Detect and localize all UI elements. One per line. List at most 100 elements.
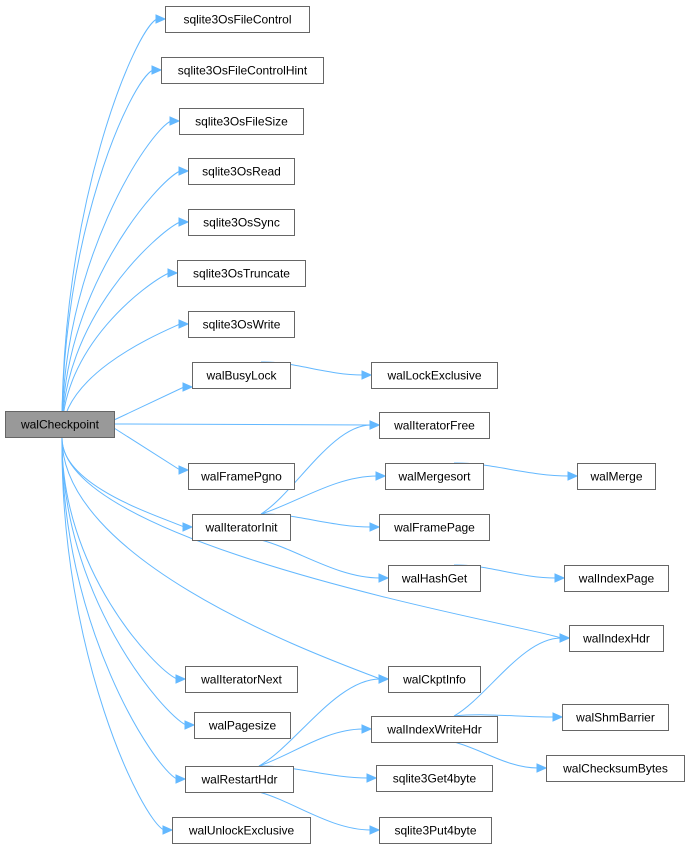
node-walRestartHdr[interactable]: walRestartHdr [185, 766, 294, 793]
arrowhead-walIteratorInit-walIteratorFree [369, 420, 381, 430]
node-box[interactable] [165, 6, 310, 33]
node-walChecksumBytes[interactable]: walChecksumBytes [546, 755, 685, 782]
node-sqlite3OsSync[interactable]: sqlite3OsSync [188, 209, 295, 236]
node-box[interactable] [188, 158, 295, 185]
node-walShmBarrier[interactable]: walShmBarrier [562, 704, 669, 731]
edge-walCheckpoint-walCkptInfo [61, 436, 381, 680]
arrowhead-walIteratorInit-walMergesort [375, 471, 387, 481]
node-box[interactable] [564, 565, 669, 592]
edge-walCheckpoint-walIteratorFree [113, 423, 372, 426]
node-walMerge[interactable]: walMerge [577, 463, 656, 490]
node-walCkptInfo[interactable]: walCkptInfo [388, 666, 481, 693]
arrowhead-walCheckpoint-sqlite3OsTruncate [167, 268, 179, 278]
node-box[interactable] [192, 362, 291, 389]
edge-walIndexWriteHdr-walChecksumBytes [453, 741, 539, 769]
node-label: walFramePgno [200, 470, 282, 484]
node-label: walIndexWriteHdr [386, 723, 481, 737]
node-walFramePage[interactable]: walFramePage [379, 514, 490, 541]
node-box[interactable] [546, 755, 685, 782]
node-box[interactable] [379, 514, 490, 541]
node-walFramePgno[interactable]: walFramePgno [188, 463, 295, 490]
arrowhead-walIndexWriteHdr-walChecksumBytes [536, 763, 548, 773]
node-sqlite3OsFileSize[interactable]: sqlite3OsFileSize [179, 108, 304, 135]
node-box[interactable] [188, 311, 295, 338]
node-box[interactable] [177, 260, 306, 287]
arrowhead-walIndexWriteHdr-walShmBarrier [552, 712, 564, 722]
node-sqlite3OsWrite[interactable]: sqlite3OsWrite [188, 311, 295, 338]
node-walIndexPage[interactable]: walIndexPage [564, 565, 669, 592]
node-label: sqlite3OsRead [202, 165, 281, 179]
node-box[interactable] [161, 57, 324, 84]
edge-walIteratorInit-walIteratorFree [260, 424, 372, 515]
edge-walCheckpoint-walIndexHdr [61, 436, 562, 639]
node-walIteratorNext[interactable]: walIteratorNext [185, 666, 298, 693]
node-walBusyLock[interactable]: walBusyLock [192, 362, 291, 389]
edge-walIteratorInit-walMergesort [260, 475, 378, 515]
node-box[interactable] [185, 666, 298, 693]
node-box[interactable] [385, 463, 484, 490]
node-walIteratorFree[interactable]: walIteratorFree [379, 412, 490, 439]
edge-walRestartHdr-walIndexWriteHdr [258, 728, 364, 767]
arrowhead-walRestartHdr-sqlite3Put4byte [369, 825, 381, 835]
node-walIndexWriteHdr[interactable]: walIndexWriteHdr [371, 716, 498, 743]
node-walPagesize[interactable]: walPagesize [194, 712, 291, 739]
node-box[interactable] [379, 817, 492, 844]
node-label: sqlite3OsFileControl [183, 13, 291, 27]
arrowhead-walCheckpoint-walBusyLock [182, 382, 194, 392]
node-box[interactable] [188, 209, 295, 236]
node-label: walIteratorNext [200, 673, 282, 687]
arrowhead-walCheckpoint-sqlite3OsFileControl [155, 14, 167, 24]
node-sqlite3OsFileControlHint[interactable]: sqlite3OsFileControlHint [161, 57, 324, 84]
arrowhead-walCheckpoint-walFramePgno [178, 465, 190, 475]
edge-walIteratorInit-walHashGet [260, 539, 381, 579]
node-box[interactable] [188, 463, 295, 490]
node-sqlite3Put4byte[interactable]: sqlite3Put4byte [379, 817, 492, 844]
node-label: sqlite3OsFileSize [195, 115, 288, 129]
arrowhead-walCheckpoint-sqlite3OsSync [178, 217, 190, 227]
node-label: sqlite3Put4byte [394, 824, 476, 838]
node-box[interactable] [5, 411, 115, 438]
edge-walCheckpoint-walIteratorNext [61, 436, 178, 680]
node-walUnlockExclusive[interactable]: walUnlockExclusive [172, 817, 311, 844]
node-box[interactable] [371, 362, 498, 389]
node-walLockExclusive[interactable]: walLockExclusive [371, 362, 498, 389]
node-label: walIndexHdr [582, 632, 650, 646]
node-box[interactable] [371, 716, 498, 743]
node-box[interactable] [388, 666, 481, 693]
node-box[interactable] [569, 625, 664, 652]
node-box[interactable] [577, 463, 656, 490]
node-box[interactable] [379, 412, 490, 439]
node-label: sqlite3OsFileControlHint [178, 64, 308, 78]
node-box[interactable] [172, 817, 311, 844]
node-walCheckpoint[interactable]: walCheckpoint [5, 411, 115, 438]
edge-walCheckpoint-sqlite3OsFileSize [61, 120, 172, 438]
edge-walIndexWriteHdr-walIndexHdr [453, 637, 562, 717]
node-label: walIteratorInit [204, 521, 278, 535]
node-box[interactable] [388, 565, 481, 592]
node-walIteratorInit[interactable]: walIteratorInit [192, 514, 291, 541]
node-sqlite3OsRead[interactable]: sqlite3OsRead [188, 158, 295, 185]
edge-walCheckpoint-sqlite3OsRead [61, 170, 181, 438]
node-sqlite3Get4byte[interactable]: sqlite3Get4byte [376, 765, 493, 792]
node-box[interactable] [562, 704, 669, 731]
node-walMergesort[interactable]: walMergesort [385, 463, 484, 490]
edge-walCheckpoint-walIteratorInit [61, 436, 185, 528]
node-walIndexHdr[interactable]: walIndexHdr [569, 625, 664, 652]
node-label: sqlite3OsTruncate [193, 267, 290, 281]
node-box[interactable] [194, 712, 291, 739]
node-label: sqlite3OsSync [203, 216, 280, 230]
node-box[interactable] [192, 514, 291, 541]
node-label: walMerge [589, 470, 642, 484]
node-label: walIndexPage [578, 572, 655, 586]
node-sqlite3OsFileControl[interactable]: sqlite3OsFileControl [165, 6, 310, 33]
node-box[interactable] [376, 765, 493, 792]
arrowhead-walIteratorInit-walFramePage [369, 522, 381, 532]
edge-walIndexWriteHdr-walShmBarrier [453, 714, 555, 718]
node-label: walBusyLock [205, 369, 277, 383]
arrowhead-walBusyLock-walLockExclusive [361, 370, 373, 380]
node-sqlite3OsTruncate[interactable]: sqlite3OsTruncate [177, 260, 306, 287]
node-box[interactable] [179, 108, 304, 135]
node-box[interactable] [185, 766, 294, 793]
edge-walCheckpoint-walFramePgno [113, 427, 181, 471]
node-walHashGet[interactable]: walHashGet [388, 565, 481, 592]
